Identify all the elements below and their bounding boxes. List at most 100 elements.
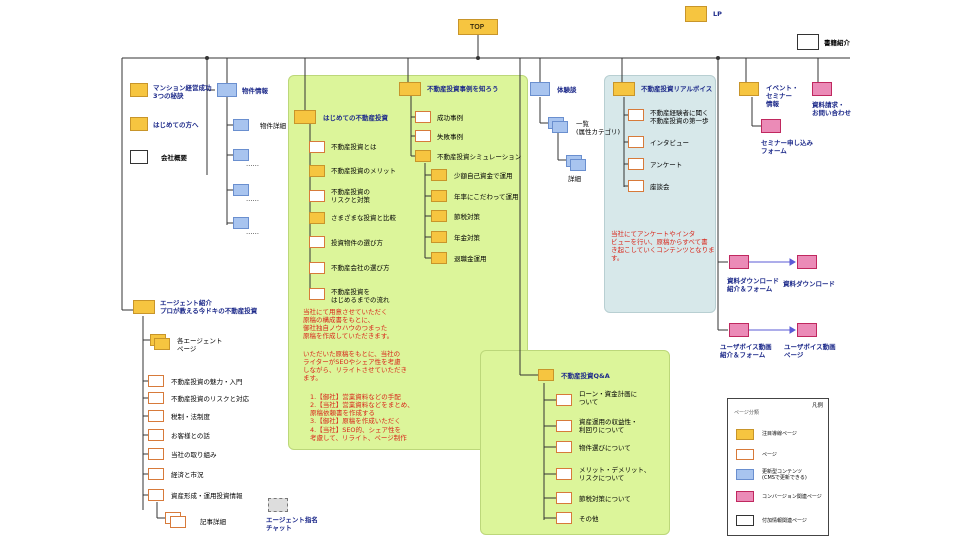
jirei-item-box-1[interactable] bbox=[415, 111, 431, 123]
taiken-box[interactable] bbox=[530, 82, 550, 96]
real-item-box-1[interactable] bbox=[628, 109, 644, 121]
agent-item-box-5[interactable] bbox=[148, 448, 164, 460]
kaisha-box[interactable] bbox=[130, 150, 148, 164]
qa-item-box-6[interactable] bbox=[556, 512, 572, 524]
agent-item-box-7[interactable] bbox=[148, 489, 164, 501]
real-item-2: インタビュー bbox=[650, 139, 689, 147]
real-item-box-2[interactable] bbox=[628, 136, 644, 148]
real-item-1: 不動産経験者に聞く 不動産投資の第一歩 bbox=[650, 109, 709, 126]
hajimete-item-box-4[interactable] bbox=[309, 212, 325, 224]
dl-form-box[interactable] bbox=[729, 255, 749, 269]
bukken-title: 物件情報 bbox=[242, 87, 268, 95]
taiken-detail-box[interactable] bbox=[570, 159, 586, 171]
qa-item-6: その他 bbox=[579, 515, 599, 523]
sim-item-3: 節税対策 bbox=[454, 213, 480, 221]
hajimete-item-4: さまざまな投資と比較 bbox=[331, 214, 396, 222]
legend-swatch-updated bbox=[736, 469, 754, 480]
shiryo-title: 資料請求・ お問い合わせ bbox=[812, 101, 851, 118]
agent-item-4: お客様との話 bbox=[171, 432, 210, 440]
agent-item-box-1[interactable] bbox=[148, 375, 164, 387]
jirei-item-box-3[interactable] bbox=[415, 150, 431, 162]
bukken-detail-label: 物件詳細 bbox=[260, 122, 286, 130]
bukken-detail-box-3[interactable] bbox=[233, 184, 249, 196]
qa-item-box-4[interactable] bbox=[556, 468, 572, 480]
book-intro-label: 書籍紹介 bbox=[824, 39, 850, 47]
agent-item-box-2[interactable] bbox=[148, 392, 164, 404]
bukken-dots-3: …… bbox=[246, 228, 259, 236]
qa-item-5: 節税対策について bbox=[579, 495, 631, 503]
qa-item-2: 資産運用の収益性・ 利回りについて bbox=[579, 418, 638, 435]
seminar-form-box[interactable] bbox=[761, 119, 781, 133]
seminar-video-box[interactable] bbox=[797, 323, 817, 337]
lp-box[interactable] bbox=[685, 6, 707, 22]
qa-item-box-2[interactable] bbox=[556, 420, 572, 432]
jirei-title: 不動産投資事例を知ろう bbox=[427, 85, 499, 93]
hajimete-title: はじめての不動産投資 bbox=[323, 114, 388, 122]
bukken-detail-box[interactable] bbox=[233, 119, 249, 131]
agent-item-7: 資産形成・運用投資情報 bbox=[171, 492, 243, 500]
qa-zone bbox=[480, 350, 670, 535]
taiken-detail-label: 詳細 bbox=[568, 175, 581, 183]
book-intro-box[interactable] bbox=[797, 34, 819, 50]
agent-item-box-6[interactable] bbox=[148, 468, 164, 480]
qa-box[interactable] bbox=[538, 369, 554, 381]
dl-form-label: 資料ダウンロード 紹介＆フォーム bbox=[727, 277, 779, 294]
hajimete-item-box-7[interactable] bbox=[309, 288, 325, 300]
bukken-dots-1: …… bbox=[246, 160, 259, 168]
agent-article-box[interactable] bbox=[170, 516, 186, 528]
agent-item-1: 不動産投資の魅力・入門 bbox=[171, 378, 243, 386]
hajimete-item-box-2[interactable] bbox=[309, 165, 325, 177]
agent-item-box-3[interactable] bbox=[148, 410, 164, 422]
shiryo-box[interactable] bbox=[812, 82, 832, 96]
agent-item-2: 不動産投資のリスクと対応 bbox=[171, 395, 249, 403]
seminar-form-label: セミナー申し込み フォーム bbox=[761, 139, 813, 156]
legend-swatch-main bbox=[736, 429, 754, 440]
real-item-box-3[interactable] bbox=[628, 158, 644, 170]
sim-item-box-3[interactable] bbox=[431, 210, 447, 222]
hajimete-item-box-3[interactable] bbox=[309, 190, 325, 202]
legend-item-3: 更新型コンテンツ (CMSで更新できる) bbox=[762, 469, 807, 482]
hajimete-item-3: 不動産投資の リスクと対策 bbox=[331, 188, 370, 205]
hajimete-item-box-1[interactable] bbox=[309, 141, 325, 153]
hajimete-box[interactable] bbox=[294, 110, 316, 124]
top-page-box[interactable] bbox=[458, 19, 498, 35]
top-label: TOP bbox=[470, 23, 485, 31]
agent-item-box-4[interactable] bbox=[148, 429, 164, 441]
hajimete-item-box-6[interactable] bbox=[309, 262, 325, 274]
sim-item-2: 年率にこだわって運用 bbox=[454, 193, 519, 201]
bukken-box[interactable] bbox=[217, 83, 237, 97]
real-box[interactable] bbox=[613, 82, 635, 96]
hajimete-kata-box[interactable] bbox=[130, 117, 148, 131]
agent-each-box[interactable] bbox=[154, 338, 170, 350]
qa-item-3: 物件選びについて bbox=[579, 444, 631, 452]
seminar-video-form-label: ユーザボイス動画 紹介＆フォーム bbox=[720, 343, 772, 360]
hajimete-item-7: 不動産投資を はじめるまでの流れ bbox=[331, 288, 390, 305]
jirei-box[interactable] bbox=[399, 82, 421, 96]
qa-item-box-3[interactable] bbox=[556, 441, 572, 453]
agent-chat-box[interactable] bbox=[268, 498, 288, 512]
mansion-box[interactable] bbox=[130, 83, 148, 97]
legend: 凡例 ページ分類 注目導線ページ ページ 更新型コンテンツ (CMSで更新できる… bbox=[727, 398, 829, 536]
seminar-video-form-box[interactable] bbox=[729, 323, 749, 337]
bukken-detail-box-4[interactable] bbox=[233, 217, 249, 229]
taiken-title: 体験談 bbox=[557, 86, 577, 94]
legend-title: 凡例 bbox=[812, 403, 824, 409]
real-item-box-4[interactable] bbox=[628, 180, 644, 192]
hajimete-item-box-5[interactable] bbox=[309, 236, 325, 248]
real-item-3: アンケート bbox=[650, 161, 683, 169]
lp-label: LP bbox=[713, 10, 722, 18]
qa-item-box-5[interactable] bbox=[556, 492, 572, 504]
bukken-detail-box-2[interactable] bbox=[233, 149, 249, 161]
dl-box[interactable] bbox=[797, 255, 817, 269]
jirei-item-box-2[interactable] bbox=[415, 130, 431, 142]
agent-box[interactable] bbox=[133, 300, 155, 314]
sim-item-box-4[interactable] bbox=[431, 231, 447, 243]
qa-item-box-1[interactable] bbox=[556, 394, 572, 406]
taiken-list-box[interactable] bbox=[552, 121, 568, 133]
legend-swatch-page bbox=[736, 449, 754, 460]
sim-item-box-2[interactable] bbox=[431, 190, 447, 202]
sim-item-box-1[interactable] bbox=[431, 169, 447, 181]
sim-item-box-5[interactable] bbox=[431, 252, 447, 264]
event-box[interactable] bbox=[739, 82, 759, 96]
legend-swatch-conversion bbox=[736, 491, 754, 502]
